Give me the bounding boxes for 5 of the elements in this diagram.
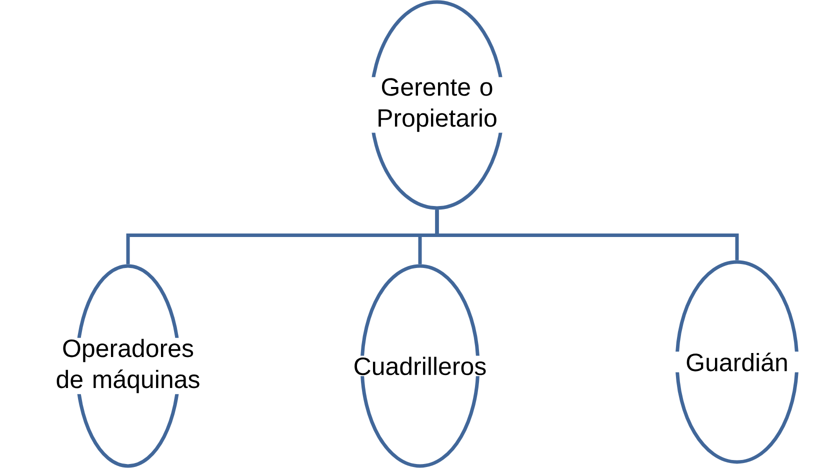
connector xyxy=(435,210,739,260)
ellipse-node: Cuadrilleros xyxy=(314,264,526,468)
ellipse-node: Guardián xyxy=(656,260,817,464)
ellipse-node: Operadores de máquinas xyxy=(20,264,236,468)
ellipse-node: Gerente o Propietario xyxy=(341,0,533,210)
